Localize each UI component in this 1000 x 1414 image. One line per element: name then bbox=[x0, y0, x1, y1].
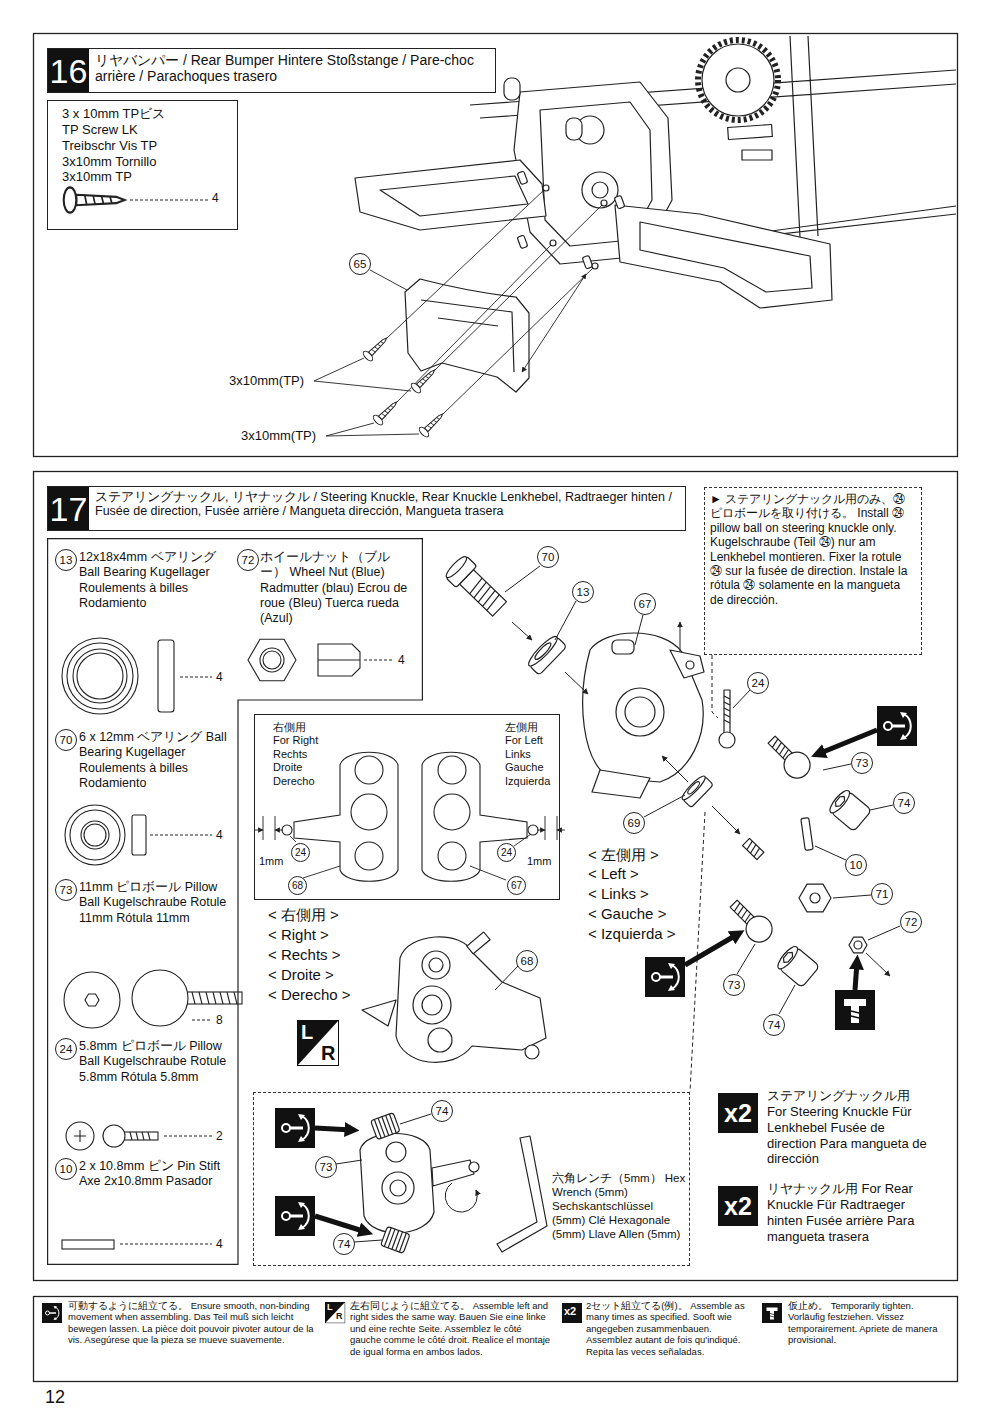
side-label: < Left > bbox=[588, 865, 639, 883]
callout-number: 10 bbox=[845, 854, 867, 876]
symbol-letter: R bbox=[336, 1312, 343, 1321]
step-header: 17ステアリングナックル, リヤナックル / Steering Knuckle,… bbox=[47, 486, 686, 531]
part-name: 6 x 12mm ベアリング Ball Bearing Kugellager R… bbox=[79, 730, 231, 791]
count-text: x2 bbox=[718, 1093, 758, 1133]
side-label: < 右側用 > bbox=[268, 906, 339, 924]
side-label: < Izquierda > bbox=[588, 925, 676, 943]
step-title: ステアリングナックル, リヤナックル / Steering Knuckle, R… bbox=[95, 490, 679, 519]
count-text: x2 bbox=[718, 1186, 758, 1226]
quantity: 4 bbox=[398, 653, 405, 668]
side-label: < Links > bbox=[588, 885, 649, 903]
tool-label: 六角レンチ（5mm） Hex Wrench (5mm) Sechskantsch… bbox=[552, 1171, 686, 1241]
inset-box: 右側用 For Right Rechts Droite Derecho 左側用 F… bbox=[254, 714, 560, 900]
part-name: 3 x 10mm TPビス TP Screw LK Treibschr Vis … bbox=[62, 106, 182, 185]
part-number: 13 bbox=[55, 549, 77, 571]
callout-number: 24 bbox=[291, 843, 310, 862]
part-name: 5.8mm ピロボール Pillow Ball Kugelschraube Ro… bbox=[79, 1039, 231, 1085]
symbol-text: x2 bbox=[564, 1306, 576, 1317]
note-text: ► ステアリングナックル用のみ、㉔ピロボールを取り付ける。 Install ㉔ … bbox=[710, 492, 916, 607]
callout-number: 74 bbox=[431, 1100, 453, 1122]
dimension: 1mm bbox=[527, 855, 551, 868]
quantity: 4 bbox=[216, 828, 223, 843]
dimension: 1mm bbox=[259, 855, 283, 868]
callout-number: 73 bbox=[851, 752, 873, 774]
callout-number: 70 bbox=[537, 546, 559, 568]
count-badge: x2 bbox=[718, 1186, 758, 1226]
legend-text: 仮止め。 Temporarily tighten. Vorläufig fest… bbox=[788, 1300, 950, 1346]
callout-number: 68 bbox=[288, 876, 307, 895]
side-label: 左側用 For Left Links Gauche Izquierda bbox=[505, 721, 555, 788]
callout-number: 72 bbox=[900, 911, 922, 933]
step-header: 16リヤバンパー / Rear Bumper Hintere Stoßstang… bbox=[47, 48, 496, 93]
step-number: 17 bbox=[48, 487, 89, 530]
detail-box: 74 73 74 六角レンチ（5mm） Hex Wrench (5mm) Sechsk… bbox=[253, 1092, 690, 1266]
quantity: 4 bbox=[212, 191, 219, 206]
part-name: ホイールナット（ブルー） Wheel Nut (Blue) Radmutter … bbox=[260, 550, 415, 626]
part-number: 73 bbox=[55, 879, 77, 901]
side-label: 右側用 For Right Rechts Droite Derecho bbox=[273, 721, 321, 788]
screw-size-label: 3x10mm(TP) bbox=[241, 428, 316, 444]
side-label: < Right > bbox=[268, 926, 329, 944]
part-name: 2 x 10.8mm ピン Pin Stift Axe 2x10.8mm Pas… bbox=[79, 1159, 231, 1190]
note-box: ► ステアリングナックル用のみ、㉔ピロボールを取り付ける。 Install ㉔ … bbox=[704, 487, 922, 655]
callout-number: 67 bbox=[634, 593, 656, 615]
callout-number: 67 bbox=[507, 876, 526, 895]
callout-number: 13 bbox=[572, 581, 594, 603]
count-description: ステアリングナックル用 For Steering Knuckle Für Len… bbox=[767, 1088, 930, 1167]
part-number: 24 bbox=[55, 1038, 77, 1060]
page-number: 12 bbox=[45, 1387, 65, 1409]
legend-text: 左右同じように組立てる。 Assemble left and right sid… bbox=[350, 1300, 555, 1357]
symbol-letter: R bbox=[321, 1043, 335, 1063]
callout-number: 73 bbox=[315, 1156, 337, 1178]
parts-box: 1312x18x4mm ベアリング Ball Bearing Kugellage… bbox=[47, 538, 423, 1265]
callout-number: 71 bbox=[871, 883, 893, 905]
quantity: 8 bbox=[216, 1013, 223, 1028]
symbol-letter: L bbox=[301, 1022, 313, 1042]
count-badge: x2 bbox=[718, 1093, 758, 1133]
callout-number: 24 bbox=[747, 672, 769, 694]
legend-text: 可動するように組立てる。 Ensure smooth, non-binding … bbox=[68, 1300, 320, 1346]
callout-number: 24 bbox=[497, 843, 516, 862]
callout-number: 68 bbox=[516, 950, 538, 972]
parts-box: 3 x 10mm TPビス TP Screw LK Treibschr Vis … bbox=[47, 100, 238, 230]
side-label: < 左側用 > bbox=[588, 846, 659, 864]
quantity: 4 bbox=[216, 1237, 223, 1252]
callout-number: 69 bbox=[623, 812, 645, 834]
step-number: 16 bbox=[48, 49, 89, 92]
side-label: < Gauche > bbox=[588, 905, 666, 923]
part-number: 72 bbox=[237, 549, 259, 571]
side-label: < Derecho > bbox=[268, 986, 351, 1004]
symbol-letter: L bbox=[327, 1303, 333, 1312]
screw-size-label: 3x10mm(TP) bbox=[229, 373, 304, 389]
side-label: < Rechts > bbox=[268, 946, 341, 964]
part-number: 70 bbox=[55, 729, 77, 751]
side-label: < Droite > bbox=[268, 966, 334, 984]
quantity: 4 bbox=[216, 670, 223, 685]
callout-number: 74 bbox=[333, 1233, 355, 1255]
callout-number: 74 bbox=[893, 792, 915, 814]
count-description: リヤナックル用 For Rear Knuckle Für Radtraeger … bbox=[767, 1181, 930, 1244]
part-name: 11mm ピロボール Pillow Ball Kugelschraube Rot… bbox=[79, 880, 231, 926]
part-name: 12x18x4mm ベアリング Ball Bearing Kugellager … bbox=[79, 550, 231, 611]
quantity: 2 bbox=[216, 1129, 223, 1144]
callout-number: 65 bbox=[349, 253, 371, 275]
step-title: リヤバンパー / Rear Bumper Hintere Stoßstange … bbox=[95, 52, 491, 84]
callout-number: 73 bbox=[723, 974, 745, 996]
part-number: 10 bbox=[55, 1158, 77, 1180]
callout-number: 74 bbox=[763, 1014, 785, 1036]
legend-text: 2セット組立てる(例)。 Assemble as many times as s… bbox=[586, 1300, 756, 1357]
